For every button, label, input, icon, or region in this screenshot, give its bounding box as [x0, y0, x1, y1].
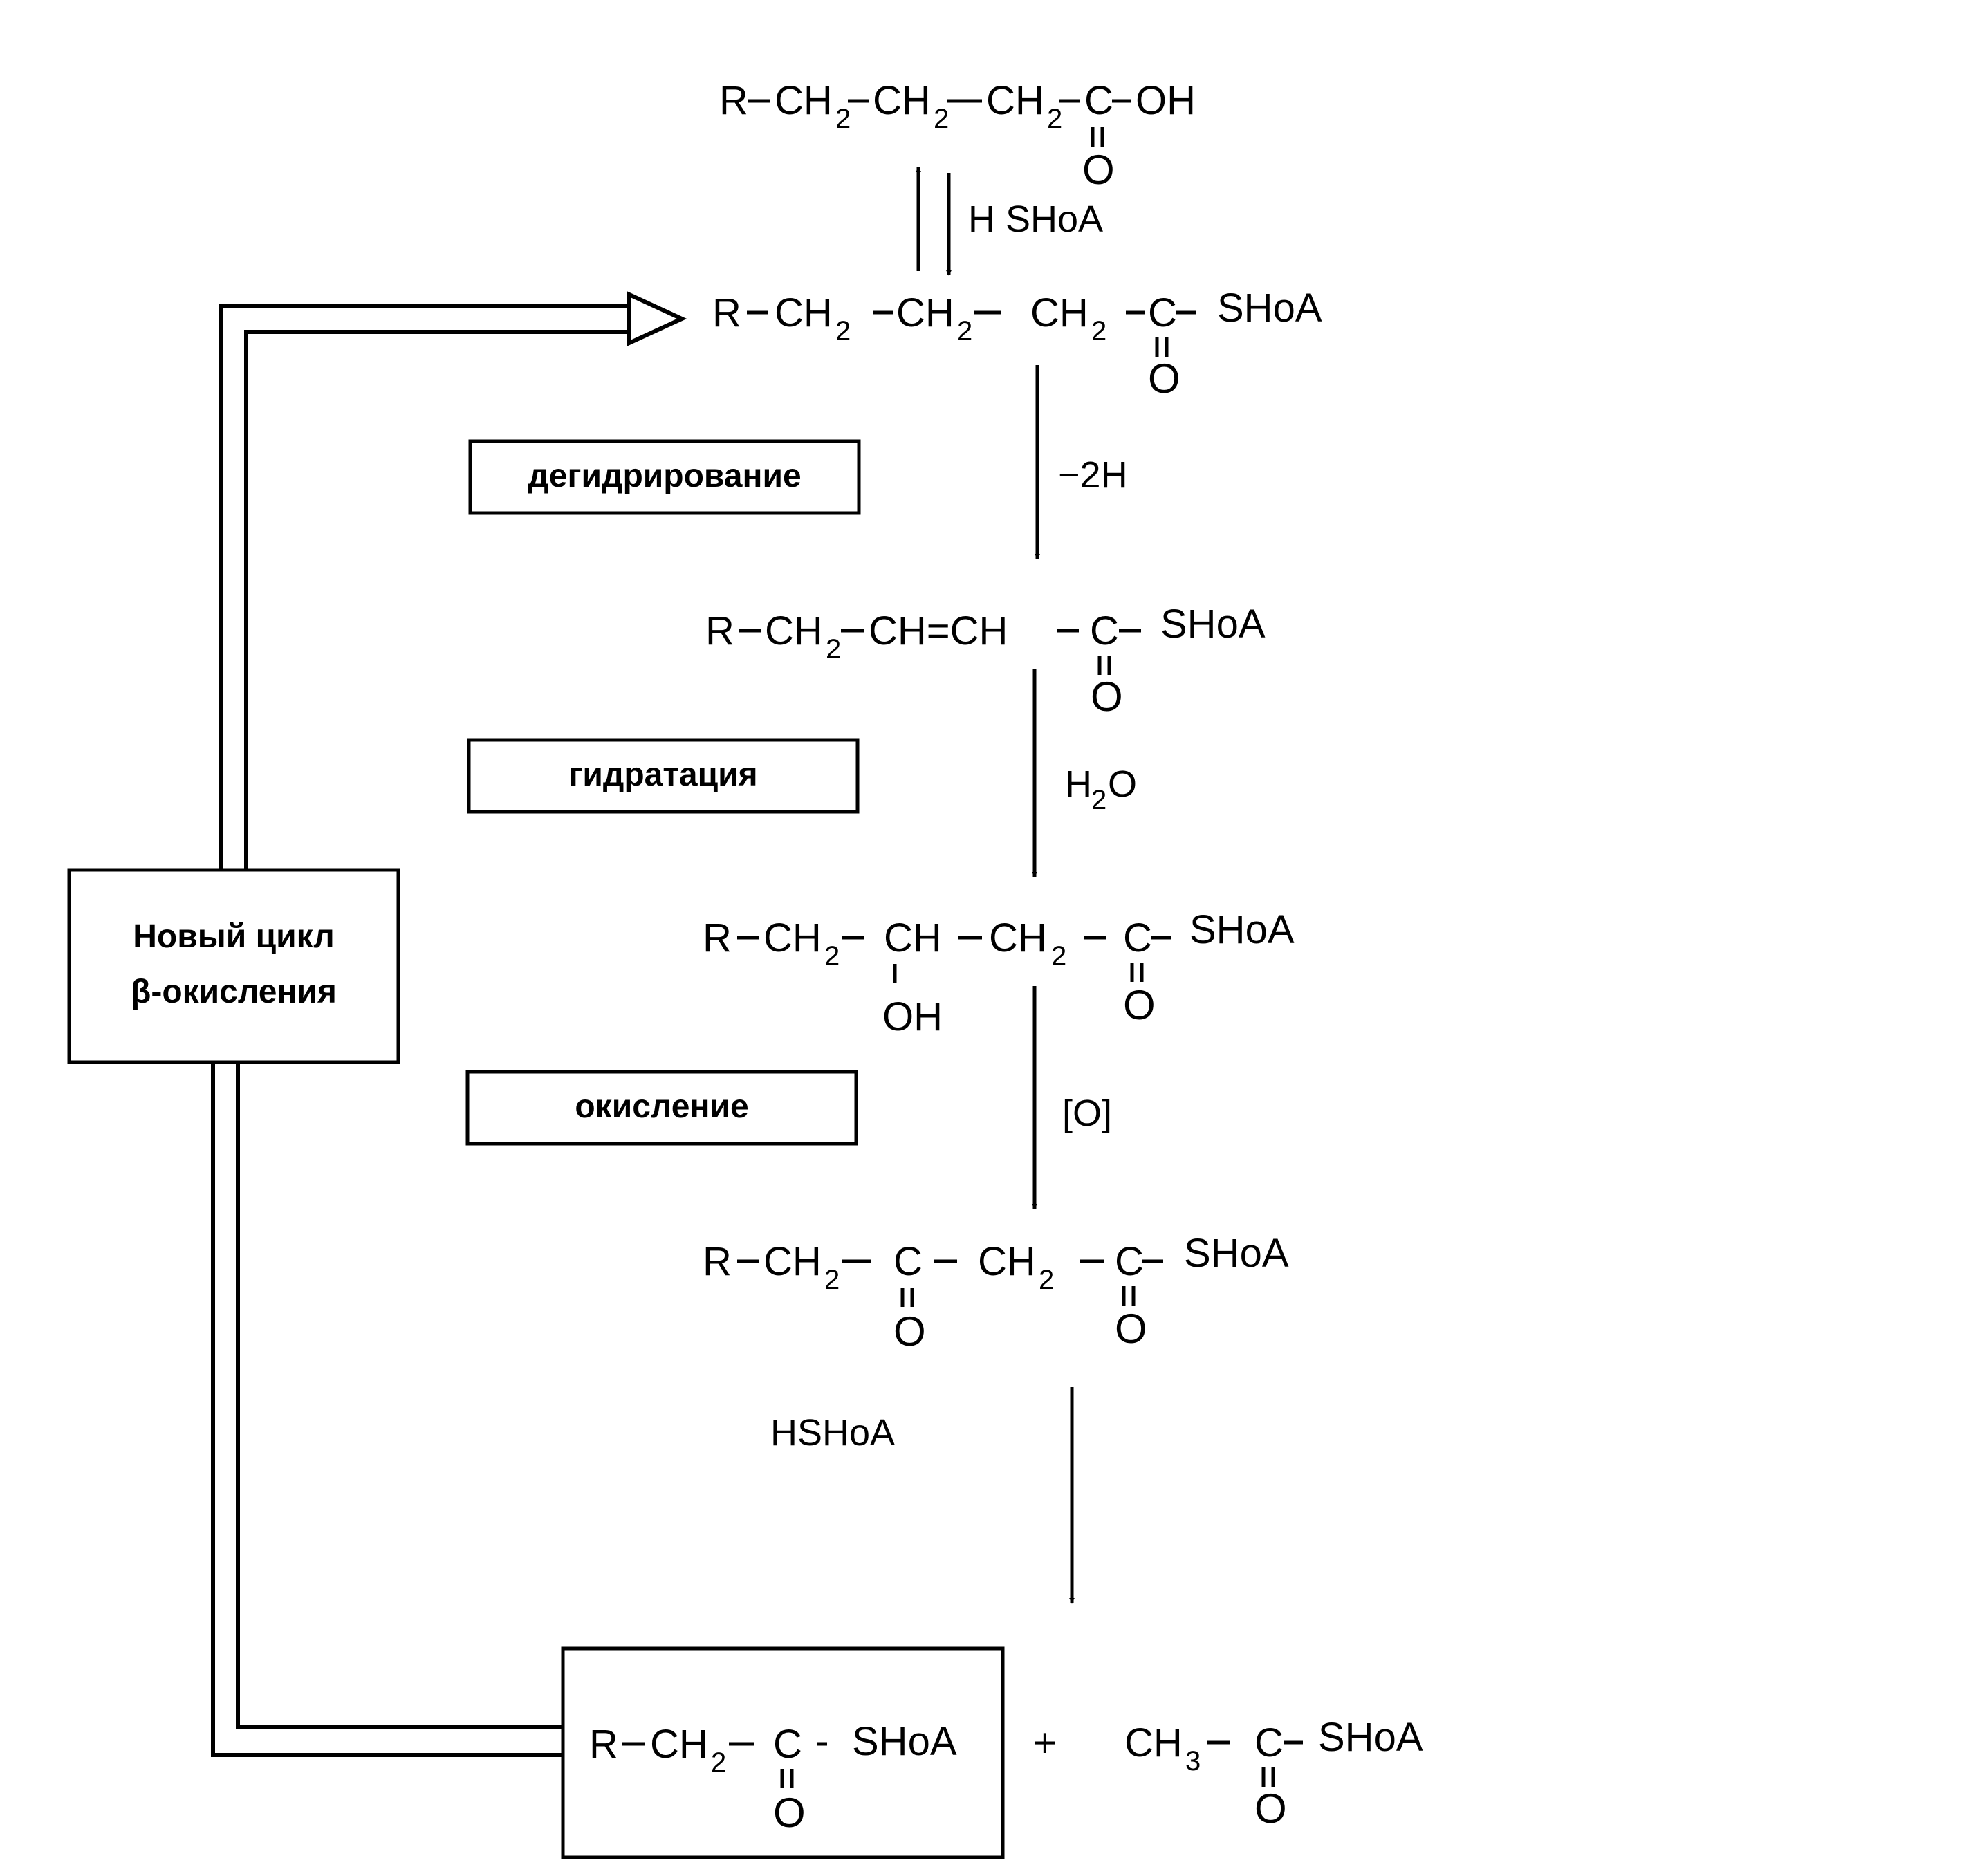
- new-cycle-line1: Новый цикл: [133, 918, 334, 955]
- keto-carbonyl-c: C: [1115, 1239, 1144, 1284]
- acetyl-carbonyl-o: O: [1254, 1785, 1287, 1832]
- new-cycle-box: [67, 868, 400, 1064]
- short-ch2: CH: [650, 1722, 708, 1767]
- shortened-acyl-coa-box: [561, 1646, 1005, 1859]
- oxidation-step-label: окисление: [575, 1088, 748, 1125]
- hydration-step-label: гидратация: [568, 756, 757, 793]
- keto-ch2-1: CH: [763, 1239, 822, 1284]
- thiolysis-reagent: HSHoA: [770, 1412, 895, 1454]
- oxidation-step-box: [465, 1070, 858, 1146]
- acid-carbonyl-o: O: [1082, 147, 1115, 193]
- keto-c: C: [893, 1239, 923, 1284]
- acyl-ch2-2-sub: 2: [957, 316, 972, 346]
- acid-oh: OH: [1136, 78, 1196, 123]
- activation-arrows: [916, 167, 952, 276]
- keto-ch2-1-sub: 2: [824, 1265, 840, 1295]
- short-carbonyl-o: O: [773, 1790, 806, 1836]
- enoyl-shoa: SHoA: [1160, 602, 1266, 647]
- ketoacyl-coa-formula: R CH 2 C CH 2 C SHoA O O: [703, 1231, 1289, 1355]
- hydroxy-oh: OH: [882, 994, 943, 1039]
- enoyl-double-bond: CH=CH: [869, 609, 1008, 653]
- recycle-loop-outer-lower: [211, 1062, 563, 1757]
- dehydrogenation-reagent: −2H: [1058, 454, 1128, 496]
- acid-ch2-3: CH: [986, 78, 1044, 123]
- plus-sign: +: [1033, 1720, 1057, 1765]
- short-carbonyl-c: C: [773, 1722, 802, 1767]
- acyl-coa-formula: R CH 2 CH 2 CH 2 C SHoA O: [712, 286, 1322, 402]
- hydroxy-ch2-2: CH: [989, 916, 1047, 960]
- short-shoa: SHoA: [852, 1719, 957, 1764]
- hydroxy-shoa: SHoA: [1189, 907, 1295, 952]
- acid-ch2-3-sub: 2: [1047, 104, 1062, 134]
- recycle-loop-arrowhead: [627, 291, 687, 346]
- hydration-reagent-o: O: [1108, 763, 1137, 805]
- acetyl-ch3-sub: 3: [1185, 1746, 1201, 1776]
- hydroxy-carbonyl-o: O: [1123, 982, 1156, 1028]
- hydroxy-ch: CH: [884, 916, 942, 960]
- acyl-shoa: SHoA: [1217, 286, 1322, 331]
- acyl-carbonyl-c: C: [1148, 290, 1177, 335]
- acetyl-shoa: SHoA: [1318, 1715, 1423, 1760]
- hydration-reagent-h: H: [1065, 763, 1092, 805]
- dehydrogenation-step-label: дегидрирование: [528, 458, 801, 494]
- fatty-acid-formula: R CH 2 CH 2 CH 2 C OH O: [719, 78, 1196, 193]
- recycle-loop-inner-upper: [244, 330, 629, 870]
- acetyl-carbonyl-c: C: [1254, 1720, 1284, 1765]
- enoyl-carbonyl-c: C: [1090, 609, 1119, 653]
- keto-o: O: [893, 1308, 926, 1355]
- new-cycle-line2: β-окисления: [131, 974, 337, 1010]
- acid-r: R: [719, 78, 748, 123]
- hydroxy-ch2-1-sub: 2: [824, 941, 840, 972]
- keto-ch2-2: CH: [978, 1239, 1036, 1284]
- acyl-r: R: [712, 290, 741, 335]
- short-r: R: [589, 1722, 618, 1767]
- short-ch2-sub: 2: [711, 1747, 726, 1778]
- hydration-reagent-sub: 2: [1091, 785, 1106, 815]
- acyl-ch2-2: CH: [896, 290, 954, 335]
- enoyl-r: R: [705, 609, 734, 653]
- acyl-ch2-1: CH: [775, 290, 833, 335]
- acetyl-coa-formula: CH 3 C SHoA O: [1124, 1715, 1423, 1832]
- acid-ch2-1: CH: [775, 78, 833, 123]
- oxidation-reagent: [O]: [1062, 1093, 1112, 1134]
- hydroxyacyl-coa-formula: R CH 2 CH CH 2 C SHoA OH O: [703, 907, 1295, 1039]
- acetyl-ch3: CH: [1124, 1720, 1183, 1765]
- acyl-carbonyl-o: O: [1148, 355, 1180, 402]
- acid-ch2-2-sub: 2: [934, 104, 949, 134]
- hydroxy-carbonyl-c: C: [1123, 916, 1152, 960]
- acyl-ch2-1-sub: 2: [835, 316, 851, 346]
- acid-carbonyl-c: C: [1084, 78, 1113, 123]
- hydroxy-r: R: [703, 916, 732, 960]
- enoyl-ch2: CH: [765, 609, 823, 653]
- shortened-acyl-coa-formula: R CH 2 C SHoA O: [589, 1719, 957, 1836]
- dehydrogenation-step-box: [468, 439, 861, 515]
- recycle-loop-inner-lower: [236, 1062, 563, 1729]
- keto-shoa: SHoA: [1184, 1231, 1289, 1276]
- keto-r: R: [703, 1239, 732, 1284]
- acyl-ch2-3-sub: 2: [1091, 316, 1106, 346]
- keto-carbonyl-o: O: [1115, 1306, 1147, 1352]
- acyl-ch2-3: CH: [1030, 290, 1088, 335]
- enoyl-carbonyl-o: O: [1091, 674, 1123, 720]
- acid-ch2-2: CH: [873, 78, 931, 123]
- recycle-loop-outer-upper: [219, 304, 629, 870]
- hydroxy-ch2-2-sub: 2: [1051, 941, 1066, 972]
- hydration-step-box: [467, 738, 860, 814]
- hydroxy-ch2-1: CH: [763, 916, 822, 960]
- acid-ch2-1-sub: 2: [835, 104, 851, 134]
- enoyl-coa-formula: R CH 2 CH=CH C SHoA O: [705, 602, 1266, 720]
- keto-ch2-2-sub: 2: [1039, 1265, 1054, 1295]
- activation-reagent: H SHoA: [968, 198, 1103, 240]
- enoyl-ch2-sub: 2: [826, 634, 841, 665]
